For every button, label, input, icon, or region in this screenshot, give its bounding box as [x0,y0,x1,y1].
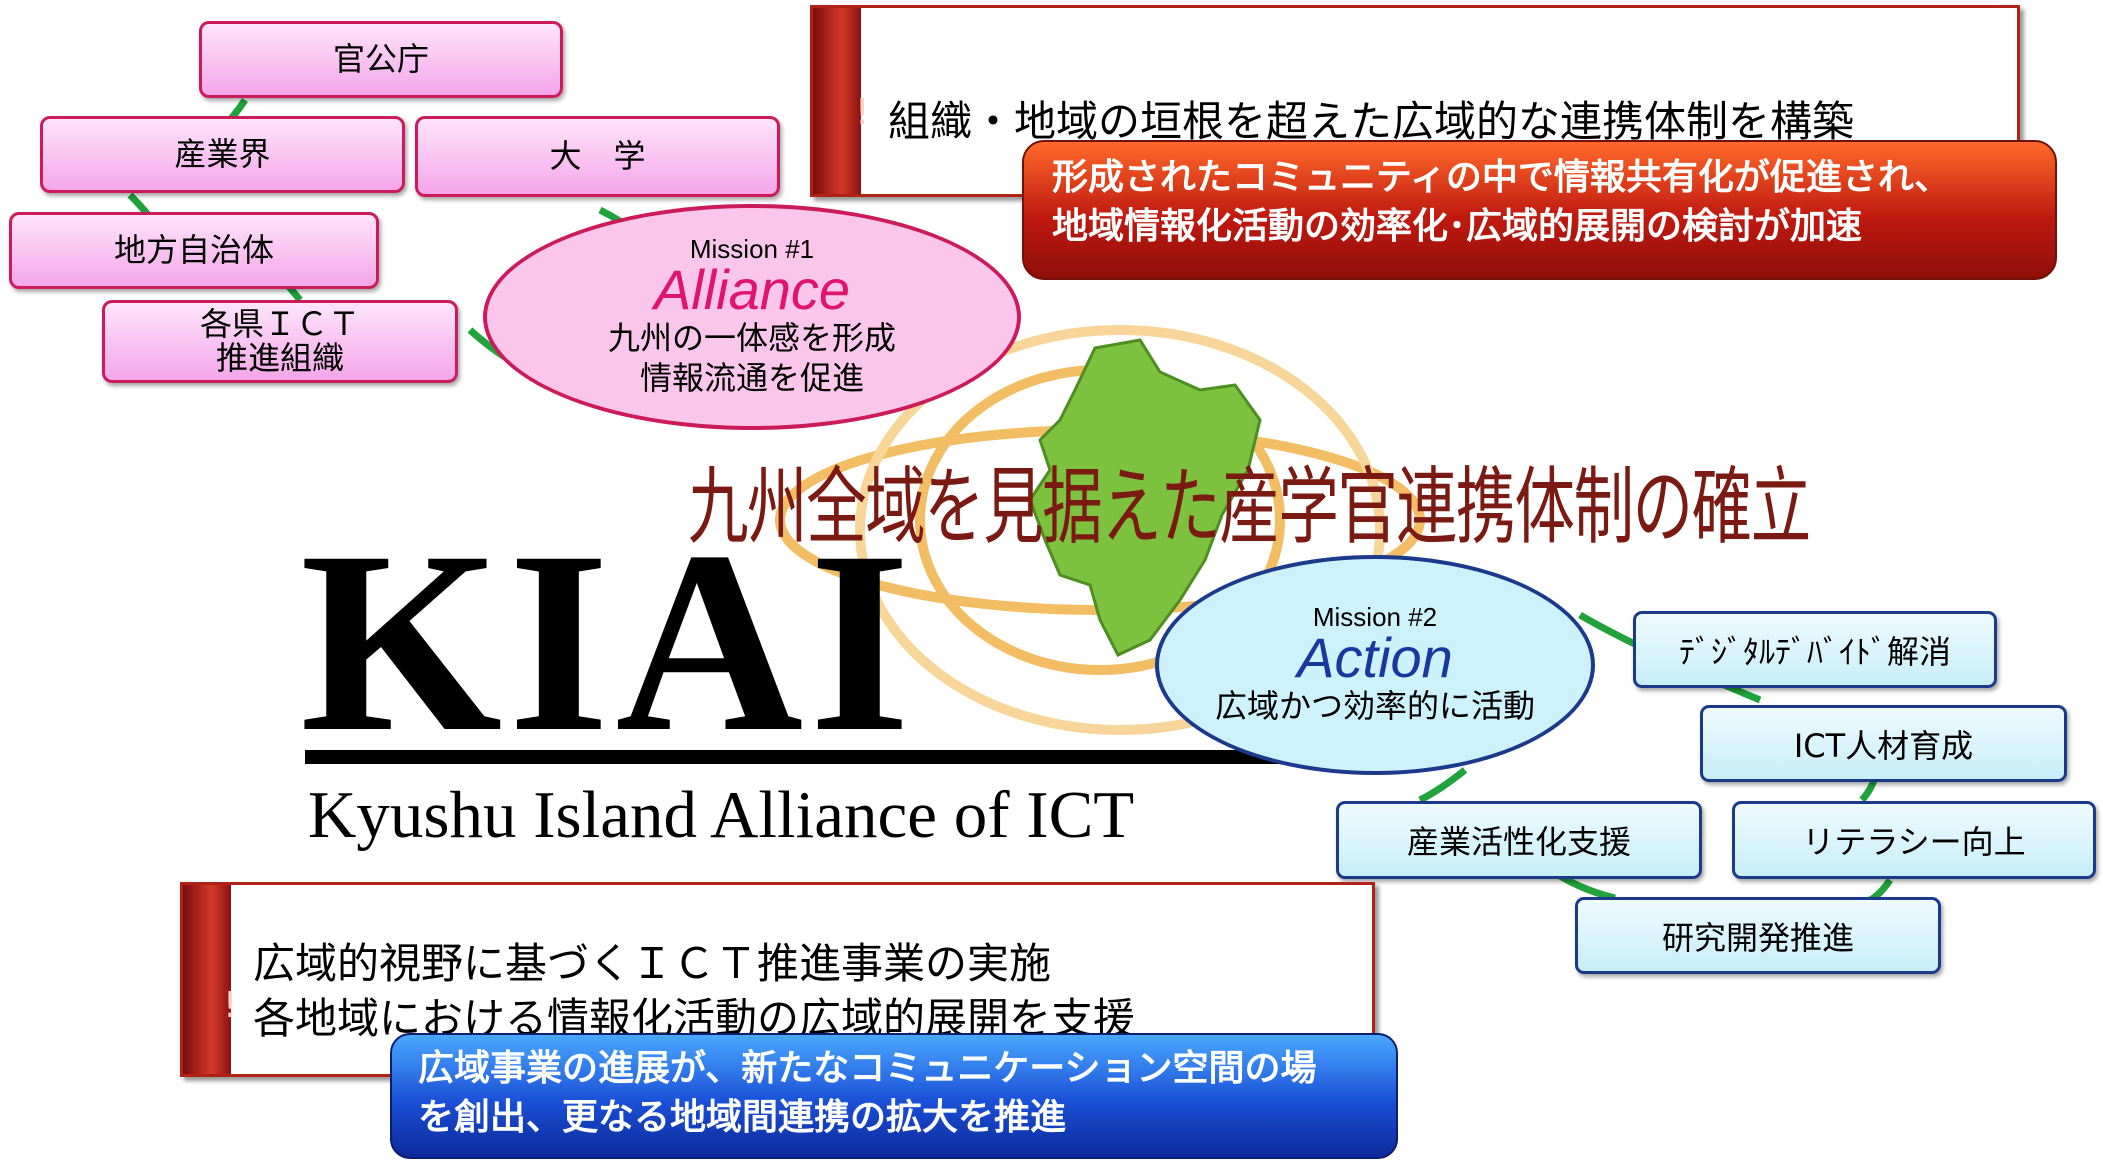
activity-box-digital-divide: ﾃﾞｼﾞﾀﾙﾃﾞﾊﾞｲﾄﾞ解消 [1633,611,1997,688]
activity-label: ICT人材育成 [1793,726,1974,765]
partner-label: 官公庁 [332,39,429,78]
kiai-logo-subtitle: Kyushu Island Alliance of ICT [308,778,1135,852]
activity-box-industry-support: 産業活性化支援 [1336,801,1702,879]
mission-title: Action [1297,626,1453,689]
logo-rule [305,750,1315,764]
top-callout: 形成されたコミュニティの中で情報共有化が促進され、 地域情報化活動の効率化･広域… [1022,140,2057,280]
headline: 九州全域を見据えた産学官連携体制の確立 [688,458,1811,556]
top-statement-text: 組織・地域の垣根を超えた広域的な連携体制を構築 [888,97,1855,146]
kiai-logo-wordmark: KIAI [300,498,917,786]
partner-box-university: 大 学 [415,116,780,197]
mission-label: Mission #2 [1312,602,1438,632]
activity-box-ict-talent: ICT人材育成 [1700,705,2067,782]
bottom-statement-line1: 広域的視野に基づくＩＣＴ推進事業の実施 [253,939,1052,988]
activity-label: 研究開発推進 [1661,918,1854,957]
mission-title: Alliance [653,258,851,321]
activity-label: リテラシー向上 [1802,823,2026,861]
statement-accent-bar [813,8,861,194]
kyushu-map-icon [1028,338,1262,657]
exclamation-icon: ! [223,985,238,1026]
mission-description: 広域かつ効率的に活動 [1214,687,1535,725]
partner-label: 産業界 [174,134,271,173]
partner-label: 各県ＩＣＴ 推進組織 [199,304,360,377]
activity-box-literacy: リテラシー向上 [1732,801,2096,879]
activity-label: ﾃﾞｼﾞﾀﾙﾃﾞﾊﾞｲﾄﾞ解消 [1678,632,1951,671]
partner-box-government: 官公庁 [199,21,563,98]
activity-box-research: 研究開発推進 [1575,897,1941,974]
partner-box-local-government: 地方自治体 [9,212,379,289]
mission-alliance-ellipse: Mission #1 Alliance 九州の一体感を形成 情報流通を促進 [483,204,1021,430]
exclamation-icon: ! [855,92,870,133]
partner-label: 大 学 [549,136,646,175]
partner-box-prefectural-ict: 各県ＩＣＴ 推進組織 [102,300,458,383]
statement-accent-bar [183,885,231,1074]
partner-label: 地方自治体 [113,230,274,269]
mission-action-ellipse: Mission #2 Action 広域かつ効率的に活動 [1155,555,1595,775]
mission-label: Mission #1 [689,234,815,264]
bottom-callout: 広域事業の進展が、新たなコミュニケーション空間の場 を創出、更なる地域間連携の拡… [390,1033,1398,1159]
partner-box-industry: 産業界 [40,116,405,193]
mission-description: 九州の一体感を形成 情報流通を促進 [607,319,896,397]
activity-label: 産業活性化支援 [1406,823,1631,861]
